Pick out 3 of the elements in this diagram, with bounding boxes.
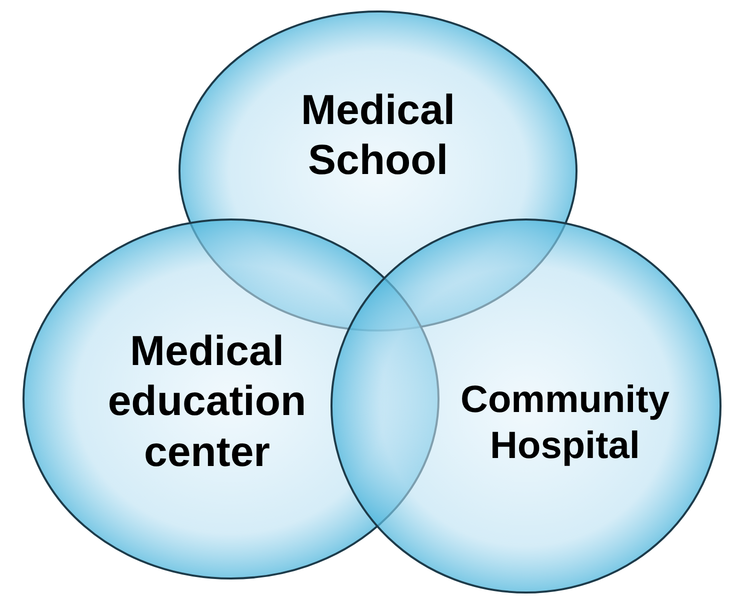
set-label: Medical education center	[106, 326, 308, 477]
set-label: Community Hospital	[460, 378, 670, 469]
set-label: Medical School	[300, 85, 456, 186]
